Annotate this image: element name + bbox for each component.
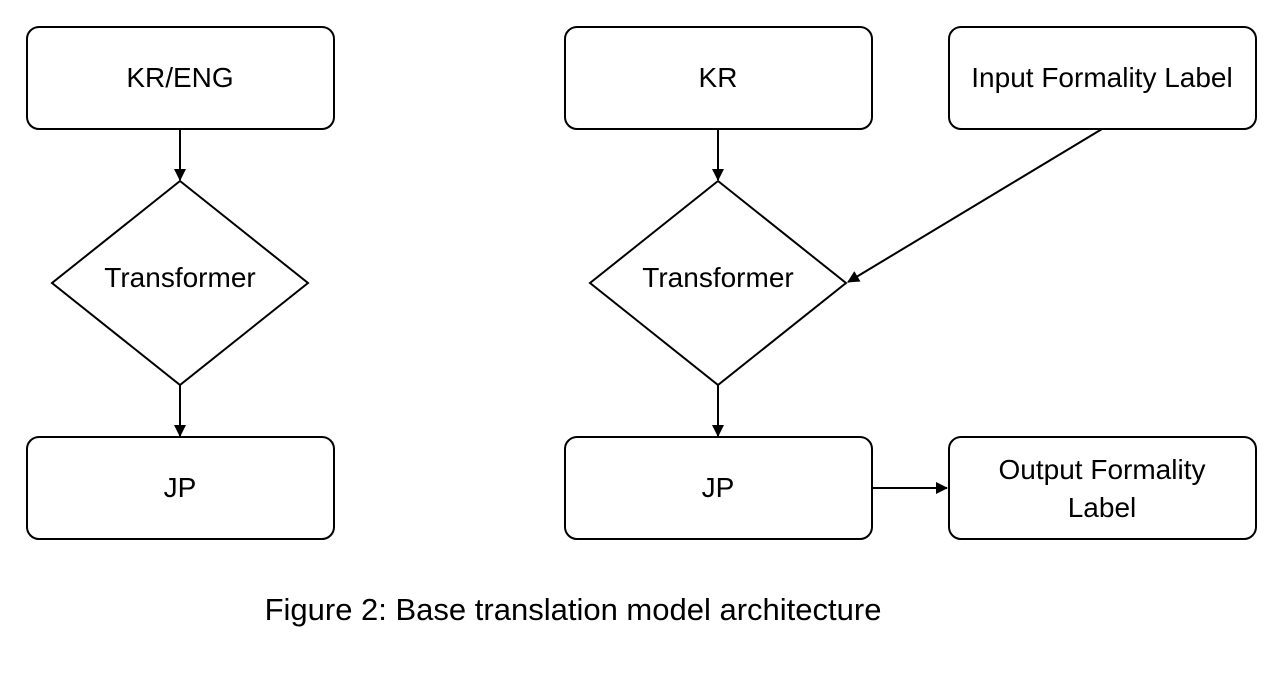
right-input-label: KR: [699, 62, 738, 93]
left-input-label: KR/ENG: [126, 62, 233, 93]
left-transformer-label: Transformer: [104, 262, 255, 293]
input-formality-label: Input Formality Label: [971, 62, 1232, 93]
formality-to-model-arrow: [847, 128, 1103, 283]
right-output-label: JP: [702, 472, 735, 503]
output-formality-label-line1: Output Formality: [999, 454, 1206, 485]
right-transformer-label: Transformer: [642, 262, 793, 293]
left-output-label: JP: [164, 472, 197, 503]
output-formality-label-line2: Label: [1068, 492, 1137, 523]
input-formality-box: [948, 26, 1257, 130]
right-flow: KR Input Formality Label Transformer JP …: [564, 26, 1257, 540]
output-formality-box: [948, 436, 1257, 540]
left-flow: KR/ENG Transformer JP: [26, 26, 335, 540]
figure-caption: Figure 2: Base translation model archite…: [264, 592, 882, 627]
left-output-box: [26, 436, 335, 540]
